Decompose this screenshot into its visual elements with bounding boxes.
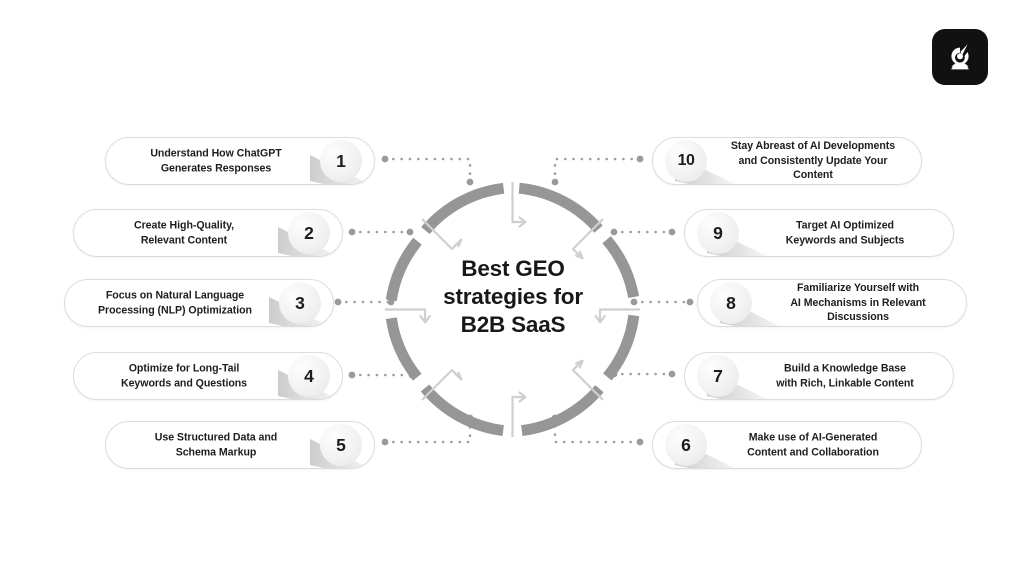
- card-6[interactable]: Make use of AI-Generated Content and Col…: [652, 421, 922, 469]
- card-7-line-1: Build a Knowledge Base: [784, 362, 906, 375]
- card-8-line-3: Discussions: [827, 311, 889, 324]
- card-10-label: Stay Abreast of AI Developments and Cons…: [719, 139, 907, 183]
- card-2-line-1: Create High-Quality,: [133, 219, 235, 232]
- card-1-line-2: Generates Responses: [160, 162, 272, 174]
- card-8-label: Familiarize Yourself with AI Mechanisms …: [764, 281, 952, 325]
- card-4-line-2: Keywords and Questions: [120, 377, 248, 389]
- card-9-line-1: Target AI Optimized: [796, 219, 894, 232]
- card-10-line-3: Content: [793, 169, 833, 182]
- center-ring: [385, 182, 640, 437]
- card-6-line-1: Make use of AI-Generated: [748, 431, 878, 444]
- connector-10: [553, 157, 642, 184]
- card-8-line-1: Familiarize Yourself with: [797, 282, 919, 295]
- card-1[interactable]: Understand How ChatGPT Generates Respons…: [105, 137, 375, 185]
- card-4[interactable]: Optimize for Long-Tail Keywords and Ques…: [73, 352, 343, 400]
- card-7[interactable]: Build a Knowledge Base with Rich, Linkab…: [684, 352, 954, 400]
- card-10-badge: 10: [665, 140, 707, 182]
- card-9-label: Target AI Optimized Keywords and Subject…: [751, 218, 939, 247]
- card-3-line-1: Focus on Natural Language: [105, 289, 245, 302]
- center-ring-svg: [385, 182, 640, 437]
- card-2-label: Create High-Quality, Relevant Content: [88, 218, 280, 247]
- card-8-line-2: AI Mechanisms in Relevant: [790, 296, 926, 309]
- card-4-label: Optimize for Long-Tail Keywords and Ques…: [88, 361, 280, 390]
- card-2-badge: 2: [288, 212, 330, 254]
- card-10-line-1: Stay Abreast of AI Developments: [730, 140, 896, 153]
- center-title: Best GEO strategies for B2B SaaS: [408, 255, 618, 339]
- card-10-line-2: and Consistently Update Your: [738, 154, 888, 167]
- card-9-badge: 9: [697, 212, 739, 254]
- card-7-label: Build a Knowledge Base with Rich, Linkab…: [751, 361, 939, 390]
- card-6-line-2: Content and Collaboration: [747, 446, 879, 458]
- brand-logo-mark: [949, 44, 971, 70]
- center-title-line-3: B2B SaaS: [460, 312, 566, 337]
- card-9[interactable]: Target AI Optimized Keywords and Subject…: [684, 209, 954, 257]
- card-2-line-2: Relevant Content: [140, 234, 228, 246]
- card-5-line-1: Use Structured Data and: [154, 431, 278, 444]
- card-7-badge: 7: [697, 355, 739, 397]
- card-8[interactable]: Familiarize Yourself with AI Mechanisms …: [697, 279, 967, 327]
- center-title-line-1: Best GEO: [461, 256, 565, 281]
- card-7-line-2: with Rich, Linkable Content: [776, 377, 914, 389]
- connector-1: [383, 157, 472, 184]
- card-3-line-2: Processing (NLP) Optimization: [98, 304, 252, 316]
- card-5-label: Use Structured Data and Schema Markup: [120, 430, 312, 459]
- brand-logo: [932, 29, 988, 85]
- card-1-badge: 1: [320, 140, 362, 182]
- card-5-line-2: Schema Markup: [175, 446, 257, 458]
- card-1-line-1: Understand How ChatGPT: [150, 147, 282, 160]
- card-4-line-1: Optimize for Long-Tail: [128, 362, 240, 375]
- card-3-label: Focus on Natural Language Processing (NL…: [79, 288, 271, 317]
- center-title-line-2: strategies for: [443, 284, 583, 309]
- card-3-badge: 3: [279, 282, 321, 324]
- card-1-label: Understand How ChatGPT Generates Respons…: [120, 146, 312, 175]
- card-10[interactable]: Stay Abreast of AI Developments and Cons…: [652, 137, 922, 185]
- card-9-line-2: Keywords and Subjects: [785, 234, 905, 246]
- card-5[interactable]: Use Structured Data and Schema Markup 5: [105, 421, 375, 469]
- card-8-badge: 8: [710, 282, 752, 324]
- card-6-label: Make use of AI-Generated Content and Col…: [719, 430, 907, 459]
- card-6-badge: 6: [665, 424, 707, 466]
- card-4-badge: 4: [288, 355, 330, 397]
- card-2[interactable]: Create High-Quality, Relevant Content 2: [73, 209, 343, 257]
- card-3[interactable]: Focus on Natural Language Processing (NL…: [64, 279, 334, 327]
- card-5-badge: 5: [320, 424, 362, 466]
